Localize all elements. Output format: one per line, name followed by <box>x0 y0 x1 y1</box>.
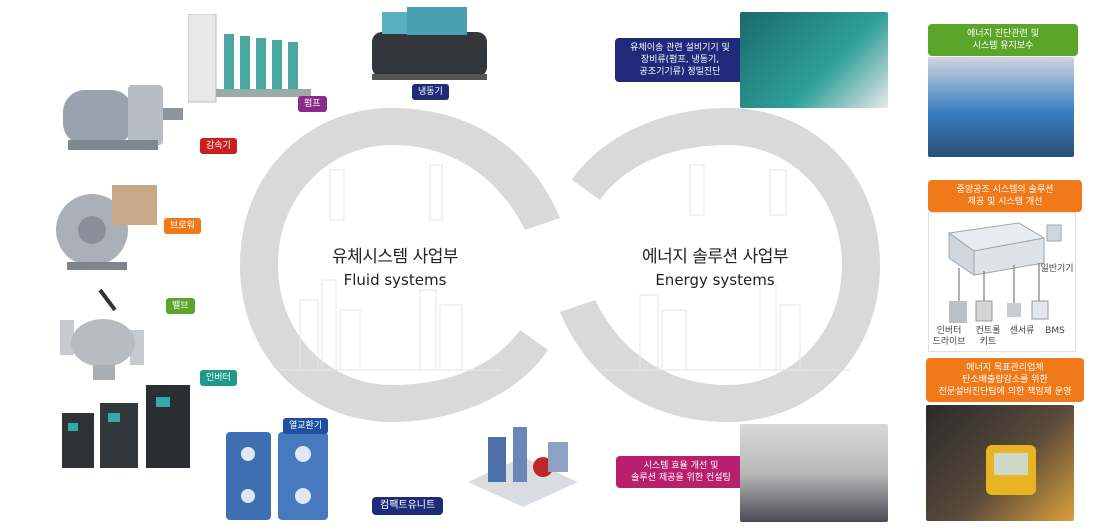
hvac-control-kit-label: 컨트롤 키트 <box>975 326 1001 347</box>
hvac-general-label: 일반기기 <box>1040 264 1074 274</box>
compact-unit-image <box>468 427 578 507</box>
reducer-image <box>63 85 183 150</box>
hvac-bms-label: BMS <box>1045 326 1065 336</box>
hvac-diagram <box>928 212 1076 352</box>
hvac-inverter-drive-label: 인버터 드라이브 <box>932 326 966 347</box>
compact-unit-tag: 컴팩트유니트 <box>372 497 444 515</box>
heat-exchanger-image <box>226 432 328 520</box>
city-sketch <box>280 164 850 371</box>
diagnosis-callout: 유체이송 관련 설비기기 및 장비류(펌프, 냉동기, 공조기기류) 정밀진단 <box>615 38 745 82</box>
emission-callout: 에너지 목표관리업체 탄소배출량감소를 위한 전문설비진단팀에 의한 책임제 운… <box>926 358 1084 402</box>
consulting-photo <box>740 424 888 522</box>
emission-photo <box>926 405 1074 521</box>
fluid-systems-title: 유체시스템 사업부 Fluid systems <box>300 242 490 289</box>
energy-systems-en: Energy systems <box>655 271 775 289</box>
maintenance-callout: 에너지 진단관련 및 시스템 유지보수 <box>928 24 1078 56</box>
fluid-systems-ko: 유체시스템 사업부 <box>331 247 459 267</box>
blower-tag: 브로워 <box>164 218 201 234</box>
valve-tag: 밸브 <box>166 298 195 314</box>
fluid-systems-en: Fluid systems <box>343 271 447 289</box>
pump-image <box>188 14 311 103</box>
consulting-callout: 시스템 효율 개선 및 솔루션 제공을 위한 컨설팅 <box>616 456 746 488</box>
diagnosis-photo <box>740 12 888 108</box>
hvac-callout: 중앙공조 시스템의 솔루션 제공 및 시스템 개선 <box>928 180 1082 212</box>
heat-exchanger-tag: 열교환기 <box>283 418 329 434</box>
hvac-diagram-drawing <box>947 222 1062 323</box>
hvac-sensors-label: 센서류 <box>1009 326 1035 336</box>
energy-systems-title: 에너지 솔루션 사업부 Energy systems <box>615 242 815 289</box>
meter-drawing <box>986 445 1036 495</box>
maintenance-photo <box>928 57 1074 157</box>
valve-image <box>60 288 144 380</box>
reducer-tag: 감속기 <box>200 138 237 154</box>
inverter-image <box>62 385 190 468</box>
energy-systems-ko: 에너지 솔루션 사업부 <box>641 247 789 267</box>
inverter-tag: 인버터 <box>200 370 237 386</box>
chiller-image <box>372 7 487 80</box>
chiller-tag: 냉동기 <box>412 84 449 100</box>
blower-image <box>56 185 157 270</box>
pump-tag: 펌프 <box>298 96 327 112</box>
